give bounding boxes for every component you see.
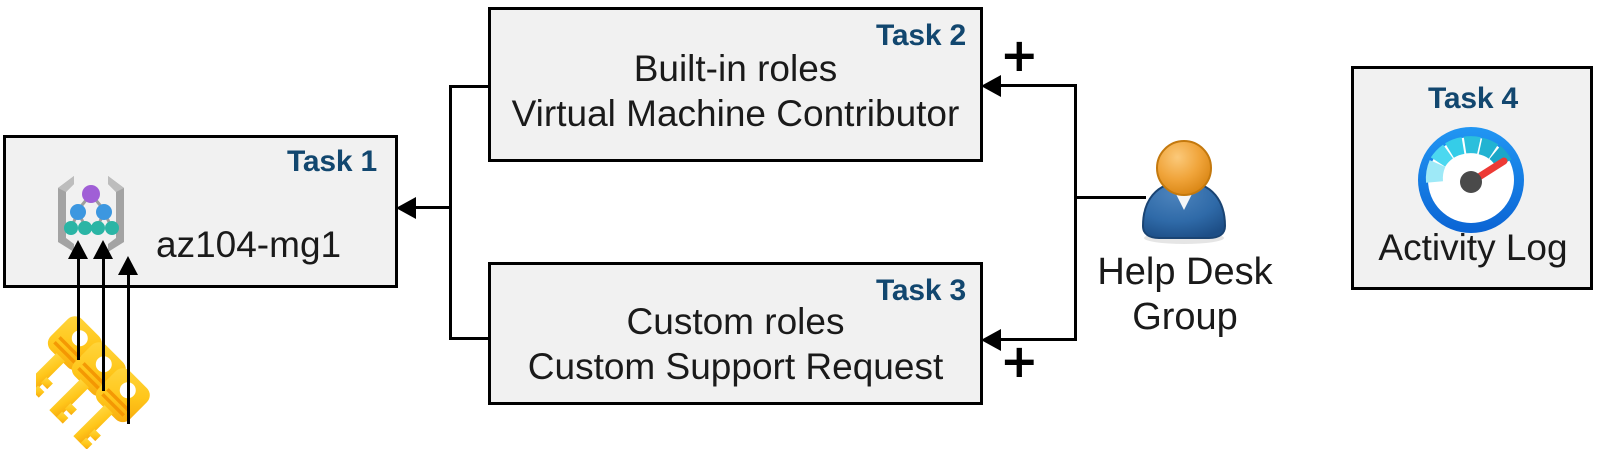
connector-task3-to-trunk [449, 337, 491, 340]
connector-trunk-vertical [449, 85, 452, 340]
task-2-label: Task 2 [876, 19, 966, 52]
task-2-line-2: Virtual Machine Contributor [511, 93, 960, 134]
connector-actor-to-task2 [1000, 84, 1077, 87]
connector-actor-to-task3 [1000, 338, 1077, 341]
actor-caption-line-2: Group [1132, 296, 1238, 338]
key-arrow-head-1 [68, 240, 88, 259]
task-1-box[interactable]: Task 1 az104-mg1 [3, 135, 398, 288]
connector-trunk-to-task1 [415, 206, 451, 209]
task-3-box[interactable]: Task 3 Custom roles Custom Support Reque… [488, 262, 983, 405]
task-1-label: Task 1 [287, 145, 377, 178]
task-3-line-1: Custom roles [626, 301, 845, 342]
actor-caption-line-1: Help Desk [1097, 251, 1273, 293]
connector-task2-to-trunk [449, 85, 491, 88]
task-2-box[interactable]: Task 2 Built-in roles Virtual Machine Co… [488, 7, 983, 162]
connector-actor-vertical [1074, 84, 1077, 341]
key-arrow-head-3 [118, 256, 138, 275]
key-arrow-line-3 [127, 272, 130, 424]
task-1-text: az104-mg1 [156, 224, 342, 265]
plus-sign-top: + [1000, 28, 1039, 82]
task-3-line-2: Custom Support Request [527, 346, 944, 387]
key-arrow-line-2 [102, 256, 105, 391]
arrow-into-task1 [396, 197, 416, 219]
arrow-into-task2 [981, 75, 1001, 97]
task-2-line-1: Built-in roles [633, 48, 838, 89]
gauge-icon [1411, 120, 1531, 240]
key-arrow-line-1 [77, 256, 80, 360]
management-group-icon [48, 172, 134, 254]
task-3-label: Task 3 [876, 274, 966, 307]
keys-icon [25, 312, 156, 449]
key-arrow-head-2 [93, 240, 113, 259]
user-group-icon [1129, 138, 1239, 248]
plus-sign-bottom: + [1000, 334, 1039, 388]
task-4-box[interactable]: Task 4 Activity Log [1351, 66, 1593, 290]
task-4-text: Activity Log [1378, 227, 1568, 268]
connector-actor-stub [1076, 196, 1146, 199]
arrow-into-task3 [981, 329, 1001, 351]
task-4-label: Task 4 [1428, 82, 1518, 115]
